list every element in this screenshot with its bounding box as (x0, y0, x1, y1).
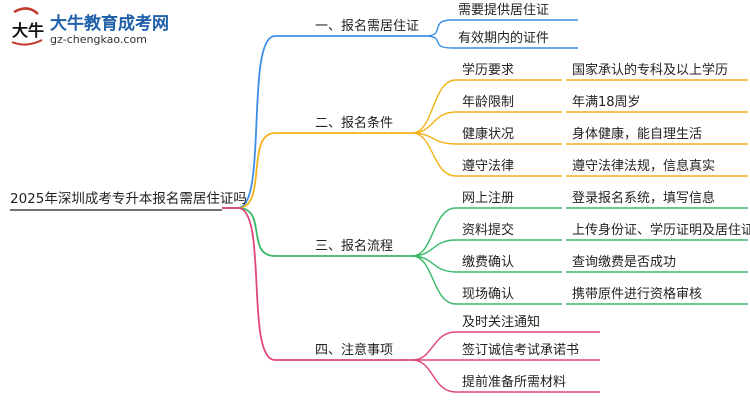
leaf-connector-3-1 (411, 207, 562, 257)
leaf-node-4-1[interactable]: 及时关注通知 (462, 315, 541, 330)
logo-title: 大牛教育成考网 (50, 14, 169, 34)
detail-node-2-1[interactable]: 国家承认的专科及以上学历 (572, 63, 729, 78)
branch-node-4[interactable]: 四、注意事项 (315, 343, 394, 358)
leaf-node-2-3[interactable]: 健康状况 (462, 127, 515, 142)
logo-url: gz-chengkao.com (50, 33, 147, 46)
leaf-connector-2-3 (411, 132, 562, 145)
leaf-connector-2-2 (411, 111, 562, 134)
leaf-connector-3-4 (411, 255, 562, 305)
leaf-node-4-3[interactable]: 提前准备所需材料 (462, 375, 567, 390)
branch-connector-1 (222, 35, 425, 209)
site-logo[interactable]: 大牛 大牛教育成考网 gz-chengkao.com (8, 6, 198, 52)
leaf-connector-3-2 (411, 239, 562, 257)
leaf-connector-4-1 (411, 331, 600, 361)
leaf-node-3-3[interactable]: 缴费确认 (462, 255, 515, 270)
root-node[interactable]: 2025年深圳成考专升本报名需居住证吗 (10, 191, 247, 207)
leaf-node-3-4[interactable]: 现场确认 (462, 287, 515, 302)
leaf-node-4-2[interactable]: 签订诚信考试承诺书 (462, 343, 580, 358)
logo-mark-icon: 大牛 (11, 7, 44, 46)
logo-mark-text: 大牛 (12, 21, 44, 40)
leaf-connector-2-1 (411, 79, 562, 134)
detail-node-2-3[interactable]: 身体健康，能自理生活 (572, 127, 703, 142)
leaf-node-2-2[interactable]: 年龄限制 (462, 95, 515, 110)
detail-node-3-2[interactable]: 上传身份证、学历证明及居住证 (572, 223, 750, 238)
leaf-connector-1-2 (424, 35, 578, 49)
branch-node-3[interactable]: 三、报名流程 (315, 239, 394, 254)
leaf-node-2-1[interactable]: 学历要求 (462, 63, 515, 78)
leaf-connector-2-4 (411, 132, 562, 177)
branch-connector-2 (222, 132, 412, 209)
detail-node-3-4[interactable]: 携带原件进行资格审核 (572, 287, 703, 302)
leaf-node-1-2[interactable]: 有效期内的证件 (458, 31, 550, 46)
branch-node-2[interactable]: 二、报名条件 (315, 116, 394, 131)
leaf-node-3-1[interactable]: 网上注册 (462, 191, 515, 206)
leaf-node-1-1[interactable]: 需要提供居住证 (458, 3, 550, 18)
detail-node-2-4[interactable]: 遵守法律法规，信息真实 (572, 159, 716, 174)
detail-node-3-3[interactable]: 查询缴费是否成功 (572, 255, 677, 270)
branch-node-1[interactable]: 一、报名需居住证 (315, 19, 420, 34)
detail-node-2-2[interactable]: 年满18周岁 (572, 95, 641, 110)
leaf-node-3-2[interactable]: 资料提交 (462, 223, 515, 238)
leaf-node-2-4[interactable]: 遵守法律 (462, 159, 515, 174)
detail-node-3-1[interactable]: 登录报名系统，填写信息 (572, 191, 716, 206)
branch-connector-4 (222, 207, 412, 361)
leaf-connector-4-3 (411, 359, 600, 393)
leaf-connector-1-1 (424, 19, 578, 37)
leaf-connector-3-3 (411, 255, 562, 273)
